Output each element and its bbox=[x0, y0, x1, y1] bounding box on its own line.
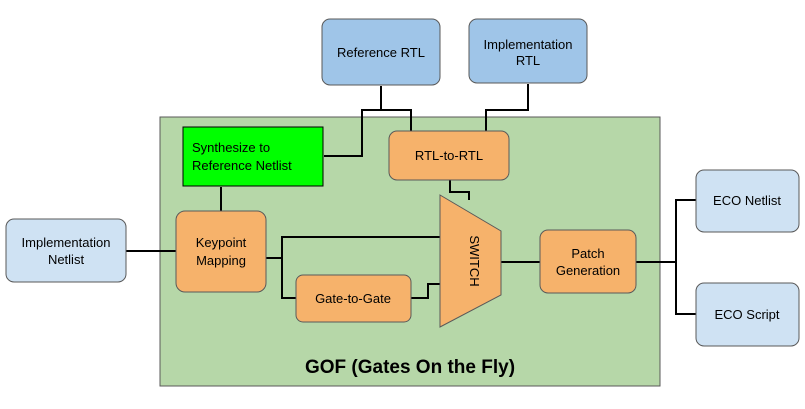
patch-generation-label-line2: Generation bbox=[556, 263, 620, 278]
switch-mux: SWITCH bbox=[439, 194, 502, 328]
eco-netlist-box: ECO Netlist bbox=[695, 169, 800, 233]
reference-rtl-box: Reference RTL bbox=[321, 18, 441, 86]
implementation-netlist-label-line2: Netlist bbox=[48, 252, 85, 267]
keypoint-mapping-box: Keypoint Mapping bbox=[175, 210, 267, 293]
synthesize-box: Synthesize to Reference Netlist bbox=[182, 126, 324, 187]
reference-rtl-label: Reference RTL bbox=[337, 45, 425, 60]
rtl-to-rtl-box: RTL-to-RTL bbox=[388, 130, 510, 181]
eco-script-label: ECO Script bbox=[714, 307, 779, 322]
implementation-netlist-box: Implementation Netlist bbox=[5, 218, 127, 283]
synthesize-label-line1: Synthesize to bbox=[192, 140, 270, 155]
keypoint-mapping-label-line1: Keypoint bbox=[196, 235, 247, 250]
gof-container-label: GOF (Gates On the Fly) bbox=[305, 357, 515, 378]
switch-label: SWITCH bbox=[467, 235, 482, 286]
implementation-rtl-box: Implementation RTL bbox=[468, 18, 588, 84]
synthesize-label-line2: Reference Netlist bbox=[192, 158, 292, 173]
patch-generation-label-line1: Patch bbox=[571, 246, 604, 261]
gate-to-gate-box: Gate-to-Gate bbox=[295, 274, 412, 323]
eco-netlist-label: ECO Netlist bbox=[713, 193, 781, 208]
implementation-rtl-label-line2: RTL bbox=[516, 53, 540, 68]
eco-script-box: ECO Script bbox=[695, 282, 800, 347]
keypoint-mapping-label-line2: Mapping bbox=[196, 253, 246, 268]
implementation-rtl-label-line1: Implementation bbox=[484, 37, 573, 52]
gate-to-gate-label: Gate-to-Gate bbox=[315, 291, 391, 306]
implementation-netlist-label-line1: Implementation bbox=[22, 235, 111, 250]
rtl-to-rtl-label: RTL-to-RTL bbox=[415, 148, 483, 163]
patch-generation-box: Patch Generation bbox=[539, 229, 637, 294]
connection-lines bbox=[126, 84, 696, 315]
